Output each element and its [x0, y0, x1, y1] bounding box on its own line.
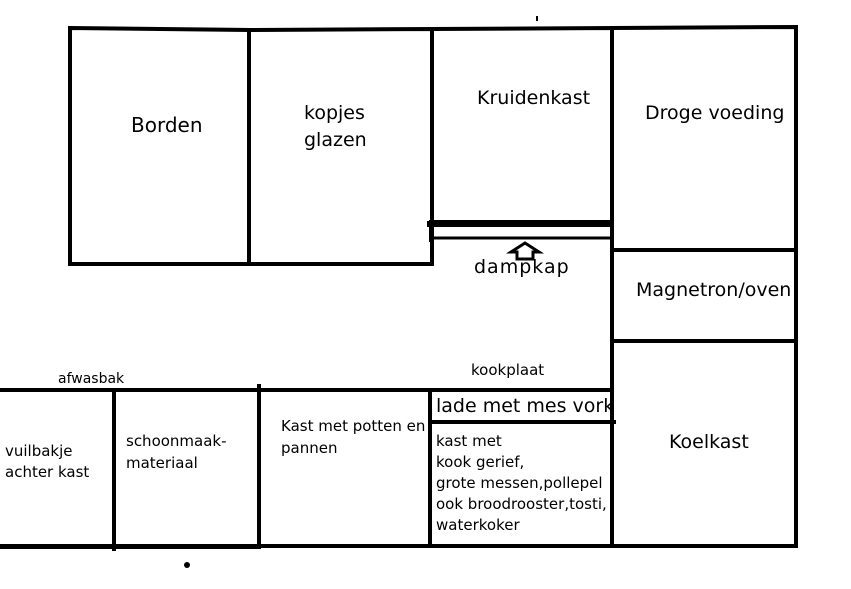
kruidenkast-label: Kruidenkast — [477, 87, 591, 109]
kast-kookgerief-label: kast met kook gerief, grote messen,polle… — [436, 431, 607, 536]
vuilbakje-label: vuilbakje achter kast — [5, 441, 89, 483]
droge-voeding-outline — [609, 24, 798, 548]
up-arrow-icon — [505, 241, 545, 261]
schoonmaak-line1: schoonmaak- — [126, 432, 227, 450]
vuilbakje-line1: vuilbakje — [5, 442, 73, 460]
kopjes-label: kopjes glazen — [304, 100, 367, 154]
kopjes-cabinet-outline — [246, 26, 434, 266]
vuilbakje-line2: achter kast — [5, 463, 90, 481]
lade-label: lade met mes vork — [436, 395, 615, 417]
kast-line3: grote messen,pollepel — [436, 474, 603, 492]
kruidenkast-outline — [429, 25, 614, 224]
kopjes-line2: glazen — [304, 129, 367, 151]
kast-line5: waterkoker — [436, 516, 520, 534]
schoonmaak-line2: materiaal — [126, 454, 198, 472]
schoonmaak-label: schoonmaak- materiaal — [126, 430, 227, 474]
kast-line2: kook gerief, — [436, 453, 525, 471]
droge-voeding-label: Droge voeding — [645, 102, 785, 124]
borden-label: Borden — [131, 113, 203, 137]
afwasbak-label: afwasbak — [58, 371, 125, 387]
kookplaat-label: kookplaat — [471, 361, 545, 379]
kast-line4: ook broodrooster,tosti, — [436, 495, 607, 513]
potten-line1: Kast met potten en — [281, 417, 426, 435]
potten-line2: pannen — [281, 439, 338, 457]
counter-row-outline — [0, 388, 614, 548]
dampkap-label: dampkap — [474, 256, 570, 278]
borden-cabinet-outline — [68, 25, 251, 266]
kopjes-line1: kopjes — [304, 102, 365, 124]
potten-label: Kast met potten en pannen — [281, 415, 425, 459]
magnetron-label: Magnetron/oven — [636, 279, 792, 301]
koelkast-label: Koelkast — [669, 431, 749, 453]
kast-line1: kast met — [436, 432, 502, 450]
